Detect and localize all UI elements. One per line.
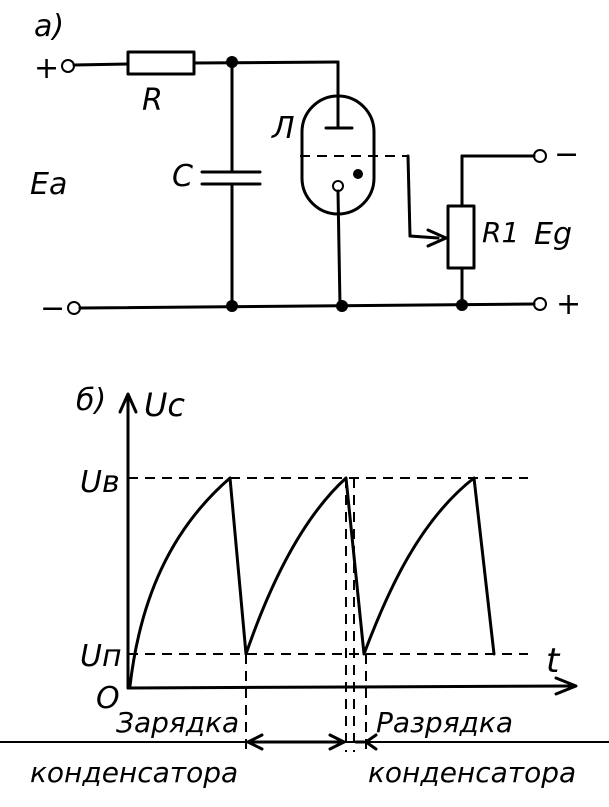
junction-bottom-pot bbox=[456, 299, 468, 311]
junction-bottom-lamp bbox=[336, 300, 348, 312]
minus-terminal-label: − bbox=[40, 291, 65, 326]
grid-wire-down bbox=[406, 154, 412, 238]
top-wire-right bbox=[192, 60, 340, 65]
high-level-label: Uв bbox=[80, 465, 120, 500]
plus-terminal-label: + bbox=[34, 51, 59, 86]
resistor-r bbox=[126, 50, 196, 76]
circuit-diagram: а) + R C Л − R1 Eg bbox=[30, 9, 581, 326]
lamp-cathode bbox=[332, 180, 344, 192]
bias-minus-label: − bbox=[554, 137, 579, 172]
x-axis-arrow bbox=[554, 676, 578, 696]
bias-label: Eg bbox=[534, 217, 572, 252]
charge-label-2: конденсатора bbox=[30, 756, 238, 789]
voltage-curve bbox=[128, 476, 496, 688]
grid-wire-right bbox=[408, 234, 440, 240]
lamp-cathode-wire bbox=[336, 189, 342, 308]
part-a-label: а) bbox=[34, 9, 64, 44]
pot-label: R1 bbox=[482, 216, 519, 249]
supply-label: Ea bbox=[30, 167, 67, 202]
bias-minus-terminal bbox=[533, 149, 547, 163]
bias-plus-terminal bbox=[533, 297, 547, 311]
minus-terminal bbox=[67, 301, 81, 315]
x-axis-label: t bbox=[546, 641, 561, 681]
y-axis-label: Uc bbox=[144, 386, 185, 424]
lamp-gas-dot bbox=[353, 169, 363, 179]
resistor-r-label: R bbox=[142, 83, 163, 118]
discharge-label-1: Разрядка bbox=[376, 706, 513, 739]
plus-terminal bbox=[61, 59, 75, 73]
discharge-label-2: конденсатора bbox=[368, 756, 576, 789]
bias-plus-label: + bbox=[556, 287, 581, 322]
low-level-label: Uп bbox=[80, 639, 122, 674]
x-axis bbox=[126, 684, 576, 690]
top-wire-left bbox=[72, 62, 130, 67]
origin-label: O bbox=[96, 681, 120, 716]
lamp-label: Л bbox=[271, 111, 295, 146]
wiper-arrow bbox=[426, 228, 448, 248]
capacitor-label: C bbox=[172, 159, 193, 194]
charge-label-1: Зарядка bbox=[116, 706, 239, 739]
part-b-label: б) bbox=[76, 383, 106, 418]
waveform-graph: б) Uc t O Uв Uп Зарядка конденсатора Раз… bbox=[0, 383, 609, 789]
potentiometer-r1 bbox=[446, 204, 476, 270]
y-axis-arrow bbox=[118, 392, 138, 414]
junction-bottom-cap bbox=[226, 300, 238, 312]
